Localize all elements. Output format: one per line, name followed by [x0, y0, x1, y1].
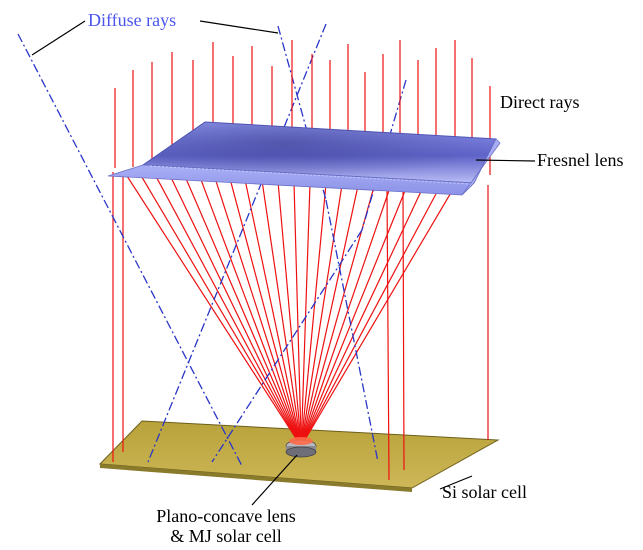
diffuse-label-leader-right: [199, 20, 279, 34]
direct-ray-outer-right: [386, 189, 390, 481]
direct-ray-refracted-10: [261, 180, 302, 442]
plano-concave-label-line2: & MJ solar cell: [170, 526, 282, 546]
direct-ray-refracted-12: [293, 182, 302, 442]
direct-ray-refracted-7: [214, 177, 301, 442]
direct-ray-refracted-18: [302, 187, 391, 442]
direct-ray-refracted-21: [303, 189, 439, 442]
direct-ray-refracted-1: [124, 172, 299, 442]
direct-ray-refracted-16: [301, 185, 359, 442]
diffuse-ray-2b: [325, 199, 379, 463]
fresnel-lens: [107, 121, 501, 196]
direct-ray-refracted-2: [139, 173, 299, 442]
si-solar-cell-label: Si solar cell: [442, 482, 527, 502]
leader-lines: [31, 20, 536, 506]
direct-ray-refracted-6: [199, 176, 300, 442]
direct-ray-refracted-5: [184, 175, 300, 442]
direct-ray-refracted-20: [303, 189, 423, 442]
plano-concave-lens-mj-cell: [285, 437, 317, 458]
direct-ray-refracted-9: [244, 179, 301, 442]
direct-ray-outer-right-2: [402, 190, 405, 471]
diffuse-ray-4b: [211, 229, 363, 463]
direct-ray-refracted-15: [301, 184, 343, 442]
diffuse-ray-3: [147, 23, 327, 463]
direct-ray-refracted-19: [302, 188, 407, 442]
si-label-leader: [439, 475, 473, 490]
plano-label-leader: [251, 454, 298, 506]
direct-ray-refracted-11: [277, 181, 302, 442]
direct-ray-refracted-3: [154, 174, 299, 442]
plano-concave-label: Plano-concave lens & MJ solar cell: [136, 506, 316, 546]
direct-ray-refracted-14: [301, 183, 327, 442]
diffuse-ray-2: [277, 25, 327, 201]
diffuse-rays: [17, 23, 407, 467]
diffuse-rays-label: Diffuse rays: [88, 10, 177, 30]
fresnel-label-leader: [475, 159, 536, 162]
direct-ray-refracted-8: [229, 178, 301, 442]
diffuse-ray-1: [17, 33, 243, 467]
plano-concave-label-line1: Plano-concave lens: [156, 506, 296, 526]
direct-rays-label: Direct rays: [500, 92, 580, 112]
direct-ray-refracted-22: [303, 190, 453, 442]
direct-ray-refracted-13: [300, 183, 311, 442]
lower-direct-rays: [112, 172, 489, 481]
diffuse-label-leader-left: [31, 20, 86, 56]
direct-ray-refracted-4: [169, 175, 300, 442]
fresnel-lens-label: Fresnel lens: [537, 150, 624, 170]
